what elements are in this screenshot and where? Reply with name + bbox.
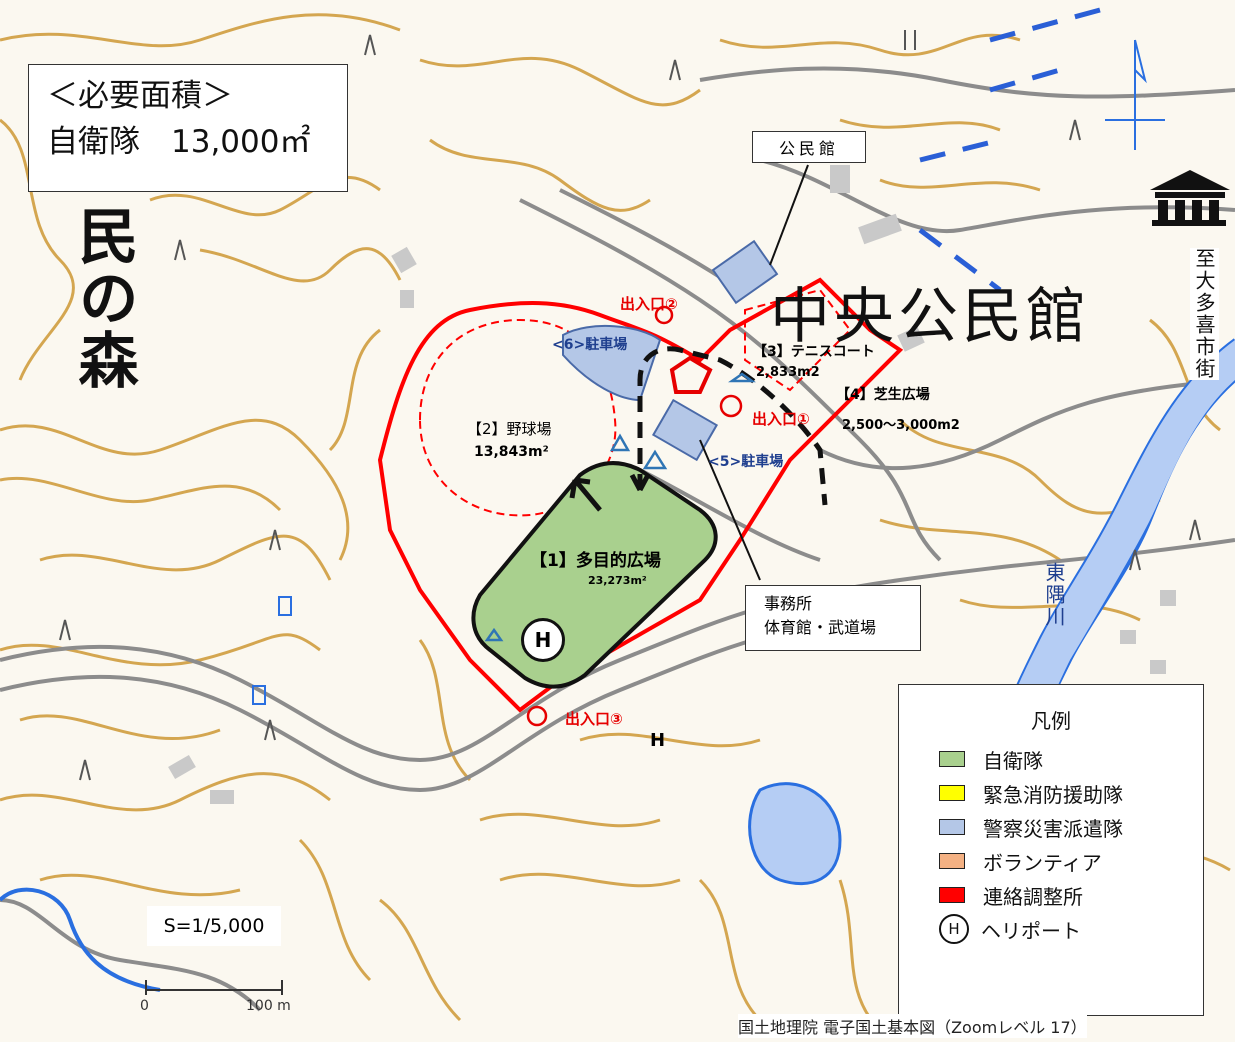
parking-6-label: <6>駐車場	[552, 337, 628, 353]
legend-swatch	[939, 819, 965, 835]
legend-swatch	[939, 785, 965, 801]
office-line2: 体育館・武道場	[764, 618, 877, 637]
legend-title: 凡例	[1031, 709, 1071, 733]
direction-label: 至大多喜市街	[1190, 248, 1219, 380]
yakyujo-name: 【2】野球場	[467, 420, 552, 438]
roads	[0, 66, 1235, 1012]
legend-label: 連絡調整所	[983, 884, 1083, 909]
legend-label: 警察災害派遣隊	[983, 816, 1123, 841]
shibafu-area: 2,500～3,000m2	[842, 418, 960, 433]
heliport-icon: H	[939, 914, 969, 944]
legend-swatch	[939, 751, 965, 767]
place-tamino-mori: 民の森	[68, 205, 138, 391]
shibafu-name: 【4】芝生広場	[836, 387, 930, 403]
building-blocks	[168, 165, 1176, 804]
small-ponds	[252, 596, 292, 705]
baseball-field	[418, 318, 617, 517]
parking-5-label: <5>駐車場	[708, 454, 784, 470]
heliport-mark: H	[521, 618, 565, 662]
scale-tick-start: 0	[140, 998, 149, 1014]
tennis-area: 2,833m2	[756, 365, 820, 380]
required-area-box: ＜必要面積＞ 自衛隊 13,000㎡	[28, 64, 348, 192]
tennis-name: 【3】テニスコート	[753, 344, 875, 360]
callout-lines	[699, 164, 809, 581]
office-callout: 事務所 体育館・武道場	[745, 585, 921, 651]
triangle-markers	[484, 372, 756, 642]
scale-ratio: S=1/5,000	[147, 906, 281, 946]
legend-label: 緊急消防援助隊	[983, 782, 1123, 807]
arrows	[569, 473, 651, 512]
legend-item: 警察災害派遣隊	[939, 810, 1203, 844]
scale-tick-end: 100 m	[246, 998, 291, 1014]
entrance-2-label: 出入口②	[620, 295, 678, 313]
place-chuo-kominkan: 中央公民館	[770, 282, 1090, 352]
legend: 凡例 自衛隊 緊急消防援助隊 警察災害派遣隊 ボランティア 連絡調整所 H ヘリポ…	[898, 684, 1204, 1016]
facility-area-outline	[377, 277, 904, 713]
legend-label: 自衛隊	[983, 748, 1043, 773]
north-arrow	[1105, 39, 1165, 150]
legend-item: ボランティア	[939, 844, 1203, 878]
source-attribution: 国土地理院 電子国土基本図（Zoomレベル 17）	[738, 1014, 1087, 1038]
scale-bar	[145, 980, 283, 995]
legend-item: 自衛隊	[939, 742, 1203, 776]
legend-item-heliport: H ヘリポート	[939, 912, 1203, 946]
kominkan-callout: 公民館	[752, 131, 866, 163]
legend-swatch	[939, 853, 965, 869]
tamokuteki-name: 【1】多目的広場	[530, 551, 661, 571]
required-area-title: ＜必要面積＞	[47, 78, 233, 114]
tennis-court-area	[744, 288, 852, 392]
legend-heliport-label: ヘリポート	[981, 918, 1081, 943]
dashed-route	[637, 346, 828, 506]
office-line1: 事務所	[764, 594, 813, 613]
legend-item: 緊急消防援助隊	[939, 776, 1203, 810]
legend-item: 連絡調整所	[939, 878, 1203, 912]
legend-swatch	[939, 887, 965, 903]
entrance-1-label: 出入口①	[752, 410, 810, 428]
river-label: 東隅川	[1042, 562, 1066, 628]
legend-label: ボランティア	[983, 850, 1102, 875]
yakyujo-area: 13,843m²	[474, 444, 549, 460]
dashed-boundaries	[918, 7, 1101, 292]
tamokuteki-area: 23,273m²	[588, 574, 647, 587]
entrance-3-label: 出入口③	[565, 710, 623, 728]
h-map-symbol: H	[650, 730, 666, 751]
required-area-line: 自衛隊 13,000㎡	[47, 124, 311, 160]
parking-areas	[562, 239, 779, 462]
entrance-markers	[526, 305, 743, 727]
building-symbol	[1150, 170, 1230, 226]
